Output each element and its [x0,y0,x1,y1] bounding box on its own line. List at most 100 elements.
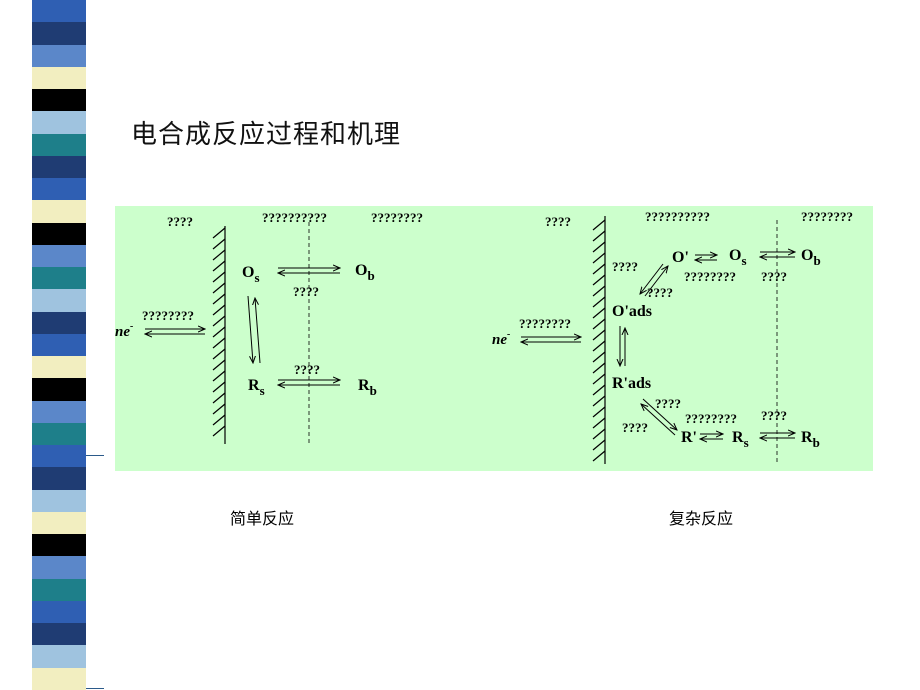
stripe-segment [32,489,86,513]
stripe-segment [32,467,86,491]
stripe-segment [32,222,86,246]
hatch-mark [592,263,606,275]
complex-desorption-label-left: ???? [622,420,648,435]
hatch-mark [212,238,226,250]
stripe-segment [32,111,86,135]
hatch-mark [212,293,226,305]
hatch-mark [212,370,226,382]
hatch-mark [212,227,226,239]
hatch-mark [592,296,606,308]
stripe-segment [32,311,86,335]
hatch-mark [592,373,606,385]
complex-transfer-label: ???????? [519,316,571,331]
complex-chem-label-top: ???????? [684,269,736,284]
complex-os: Os [729,247,747,268]
complex-desorption-label-step: ???? [655,396,681,411]
stripe-segment [32,445,86,468]
hatch-mark [212,271,226,283]
hatch-mark [212,326,226,338]
hatch-mark [592,318,606,330]
stripe-segment [32,578,86,602]
hatch-mark [212,282,226,294]
reaction-diagram-panel: ???? ?????????? ???????? ne- ???????? Os… [115,206,873,471]
simple-ob: Ob [355,262,375,283]
hatch-mark [212,348,226,360]
complex-chem-label-bottom: ???????? [685,411,737,426]
hatch-mark [592,274,606,286]
stripe-segment [32,556,86,580]
complex-desorption-arrow-in [641,404,676,436]
hatch-mark [592,439,606,451]
hatch-mark [212,359,226,371]
caption-complex-reaction: 复杂反应 [669,509,734,528]
hatch-mark [212,425,226,437]
stripe-segment [32,422,86,446]
stripe-segment [32,200,86,224]
hatch-mark [592,351,606,363]
stripe-segment [32,623,86,646]
hatch-mark [212,337,226,349]
complex-r-prime: R' [681,429,697,446]
simple-vertical-arrow-down [247,295,253,363]
simple-reaction-diagram: ???? ?????????? ???????? ne- ???????? Os… [115,210,423,444]
simple-vertical-arrow-up [255,298,261,364]
complex-electrode-label: ???? [545,214,571,229]
hatch-mark [212,315,226,327]
hatch-mark [592,285,606,297]
stripe-segment [32,289,86,313]
hatch-mark [592,417,606,429]
complex-ob: Ob [801,247,821,268]
simple-diffusion-label-top: ???? [293,284,319,299]
stripe-segment [32,133,86,157]
hatch-mark [592,384,606,396]
decorative-stripe-bar [32,0,86,690]
stripe-segment [32,645,86,669]
complex-diffusion-label-top: ???? [761,269,787,284]
hatch-mark [592,307,606,319]
complex-r-ads: R'ads [612,375,651,392]
hatch-mark [592,406,606,418]
simple-bulk-label: ???????? [371,210,423,225]
stripe-segment [32,22,86,45]
simple-electron: ne- [115,321,133,340]
hatch-mark [592,395,606,407]
simple-layer-label: ?????????? [262,210,327,225]
stripe-segment [32,600,86,624]
simple-electrode-surface [212,226,226,444]
stripe-segment [32,378,86,402]
decorative-line [86,688,104,689]
stripe-segment [32,267,86,290]
complex-o-prime: O' [672,249,689,266]
caption-simple-reaction: 简单反应 [230,509,295,528]
complex-o-ads: O'ads [612,303,652,320]
stripe-segment [32,155,86,179]
simple-electrode-label: ???? [167,214,193,229]
decorative-line [86,455,104,456]
complex-rs: Rs [732,429,749,450]
hatch-mark [592,428,606,440]
stripe-segment [32,667,86,690]
hatch-mark [592,252,606,264]
hatch-mark [592,241,606,253]
stripe-segment [32,400,86,424]
reaction-diagram: ???? ?????????? ???????? ne- ???????? Os… [115,209,853,464]
stripe-segment [32,89,86,112]
complex-bulk-label: ???????? [801,209,853,224]
hatch-mark [212,381,226,393]
complex-diffusion-label-bottom: ???? [761,408,787,423]
complex-adsorption-label-left: ???? [612,259,638,274]
hatch-mark [212,414,226,426]
stripe-segment [32,356,86,379]
stripe-segment [32,244,86,268]
simple-transfer-label: ???????? [142,308,194,323]
stripe-segment [32,0,86,23]
stripe-segment [32,511,86,535]
complex-adsorption-arrow-in [640,263,664,294]
hatch-mark [592,362,606,374]
hatch-mark [212,260,226,272]
stripe-segment [32,333,86,357]
stripe-segment [32,66,86,90]
stripe-segment [32,44,86,68]
hatch-mark [592,329,606,341]
hatch-mark [592,219,606,231]
